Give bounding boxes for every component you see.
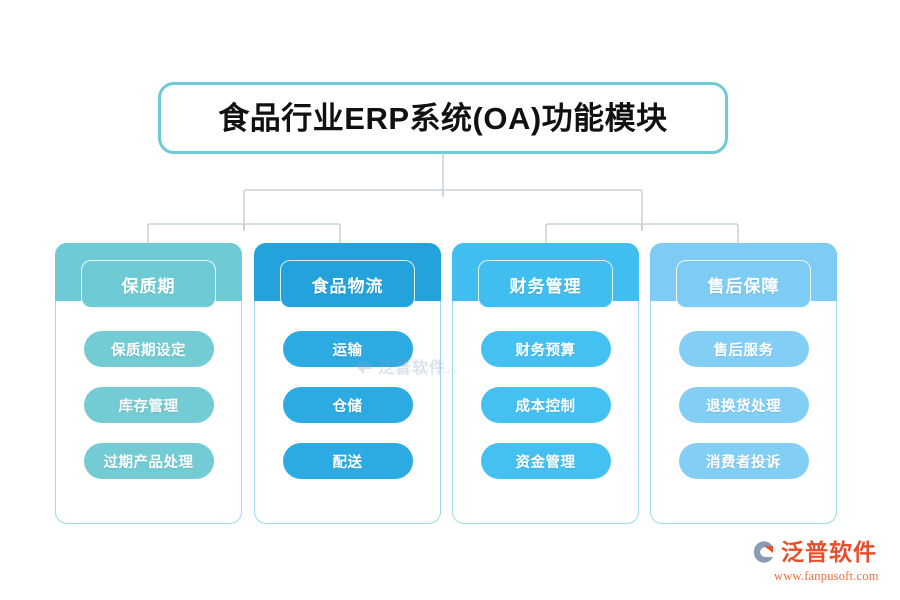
item-label: 售后服务 <box>713 342 774 359</box>
column-header-box: 食品物流 <box>280 260 415 308</box>
fanpu-logo-icon <box>753 541 773 563</box>
root-title-node: 食品行业ERP系统(OA)功能模块 <box>158 82 728 154</box>
list-item[interactable]: 配送 <box>282 443 413 479</box>
item-label: 消费者投诉 <box>706 454 781 471</box>
column-header-label: 保质期 <box>121 276 176 296</box>
column-header-band: 保质期 <box>55 243 242 308</box>
item-label: 仓储 <box>332 398 363 415</box>
list-item[interactable]: 运输 <box>282 331 413 367</box>
list-item[interactable]: 资金管理 <box>480 443 611 479</box>
list-item[interactable]: 退换货处理 <box>678 387 809 423</box>
list-item[interactable]: 保质期设定 <box>83 331 214 367</box>
column-header-band: 食品物流 <box>254 243 441 308</box>
page-title: 食品行业ERP系统(OA)功能模块 <box>218 100 668 136</box>
logo-url: www.fanpusoft.com <box>774 569 879 583</box>
column-header-box: 财务管理 <box>478 260 613 308</box>
module-column-2[interactable]: 食品物流 运输 仓储 配送 <box>254 243 441 524</box>
column-header-band: 财务管理 <box>452 243 639 308</box>
brand-logo: 泛普软件 www.fanpusoft.com <box>752 540 892 592</box>
list-item[interactable]: 成本控制 <box>480 387 611 423</box>
connector-outer-left <box>243 189 444 231</box>
item-label: 保质期设定 <box>111 342 186 359</box>
module-column-3[interactable]: 财务管理 财务预算 成本控制 资金管理 <box>452 243 639 524</box>
module-column-1[interactable]: 保质期 保质期设定 库存管理 过期产品处理 <box>55 243 242 524</box>
column-items: 运输 仓储 配送 <box>254 331 441 499</box>
column-header-label: 售后保障 <box>707 276 780 296</box>
logo-name: 泛普软件 <box>781 538 877 565</box>
connector-right-inner-3 <box>545 223 643 244</box>
connector-outer-right <box>442 189 643 231</box>
module-column-4[interactable]: 售后保障 售后服务 退换货处理 消费者投诉 <box>650 243 837 524</box>
column-header-label: 财务管理 <box>509 276 582 296</box>
item-label: 运输 <box>332 342 363 359</box>
column-header-box: 保质期 <box>81 260 216 308</box>
list-item[interactable]: 过期产品处理 <box>83 443 214 479</box>
column-header-box: 售后保障 <box>676 260 811 308</box>
list-item[interactable]: 售后服务 <box>678 331 809 367</box>
item-label: 财务预算 <box>515 342 576 359</box>
connector-right-inner-4 <box>641 223 739 244</box>
list-item[interactable]: 仓储 <box>282 387 413 423</box>
item-label: 过期产品处理 <box>103 454 194 471</box>
list-item[interactable]: 消费者投诉 <box>678 443 809 479</box>
column-header-label: 食品物流 <box>311 276 384 296</box>
connector-left-inner-2 <box>243 223 341 244</box>
item-label: 配送 <box>332 454 363 471</box>
item-label: 库存管理 <box>118 398 179 415</box>
item-label: 退换货处理 <box>706 398 781 415</box>
column-items: 财务预算 成本控制 资金管理 <box>452 331 639 499</box>
connector-left-inner-1 <box>147 223 245 244</box>
list-item[interactable]: 财务预算 <box>480 331 611 367</box>
column-items: 保质期设定 库存管理 过期产品处理 <box>55 331 242 499</box>
item-label: 资金管理 <box>515 454 576 471</box>
column-header-band: 售后保障 <box>650 243 837 308</box>
item-label: 成本控制 <box>515 398 576 415</box>
column-items: 售后服务 退换货处理 消费者投诉 <box>650 331 837 499</box>
list-item[interactable]: 库存管理 <box>83 387 214 423</box>
